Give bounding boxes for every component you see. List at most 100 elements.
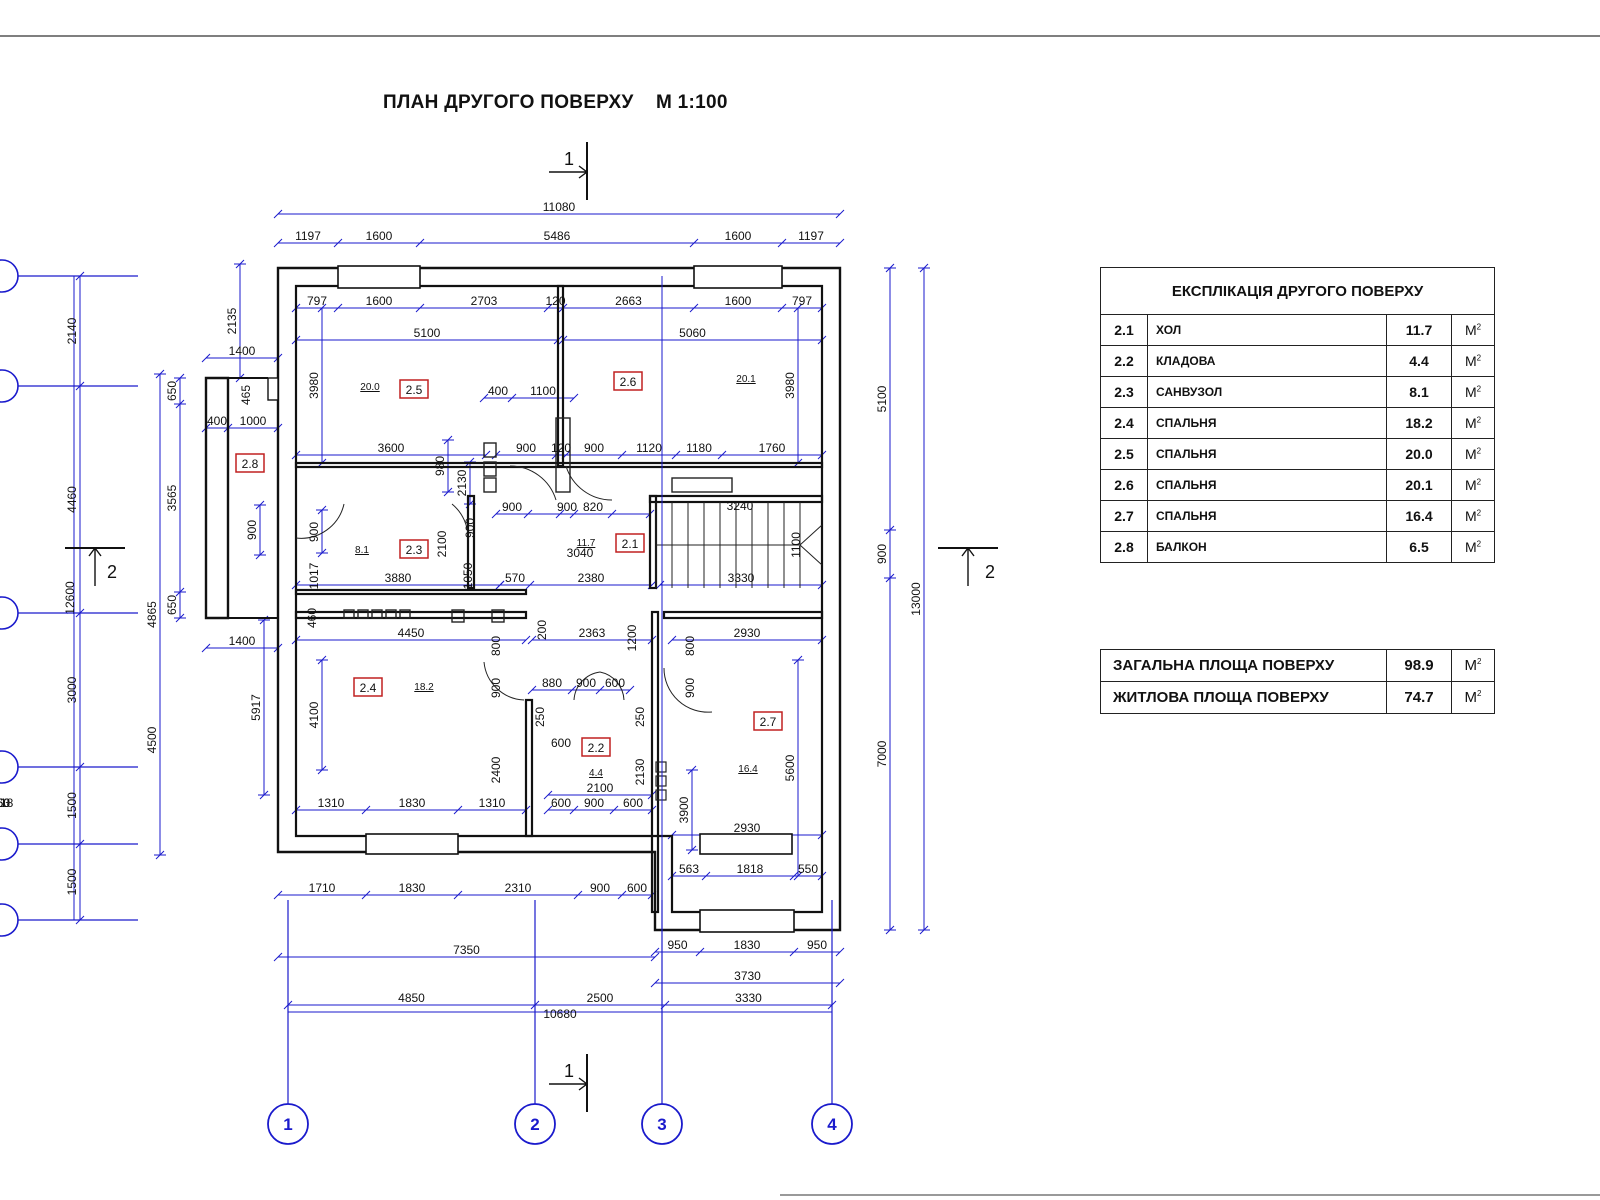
dimension-text: 2663 [615,294,642,308]
dimension-text: 2930 [734,626,761,640]
explication-name: ХОЛ [1147,314,1387,346]
partition-wc-right [466,494,476,590]
dim-tick [650,947,660,957]
room-tag-box [399,379,429,399]
dim-tick [201,353,211,363]
dim-tick [625,685,635,695]
room-tag-box [613,371,643,391]
dimension-text: 3330 [735,991,762,1005]
dimension-text: 1818 [0,796,14,810]
explication-area: 8.1 [1386,376,1452,408]
explication-unit: М2 [1451,438,1495,470]
door-swing [451,503,469,541]
explication-unit: М2 [1451,314,1495,346]
dim-tick [569,393,579,403]
unit-superscript: 2 [1476,322,1482,332]
unit-superscript: 2 [1476,477,1482,487]
dimension-text: 5100 [875,385,889,412]
window-top [337,265,421,289]
dimension-text: 1400 [229,344,256,358]
axis-bubble-letter [0,903,19,937]
outer-wall [276,266,842,932]
dimension-text: 4460 [65,486,79,513]
dimension-text: 1760 [759,441,786,455]
dimension-text: 2400 [489,756,503,783]
dimension-text: 12600 [63,581,77,615]
dim-tick [527,635,537,645]
balcony-edge [228,377,278,619]
dimension-text: 10680 [543,1007,577,1021]
dimension-text: 1818 [737,862,764,876]
door-swing [599,671,625,701]
dim-tick [273,209,283,219]
explication-area: 20.1 [1386,469,1452,501]
axis-bubble-letter [0,596,19,630]
room-area-label: 4.4 [589,768,603,779]
totals-label: ЖИТЛОВА ПЛОЩА ПОВЕРХУ [1100,681,1387,714]
room-tag-box [581,737,611,757]
partition-bedroom-top [294,610,528,620]
explication-num: 2.2 [1100,345,1148,377]
dimension-text: 3330 [728,571,755,585]
unit-superscript: 2 [1476,384,1482,394]
dimension-text: 900 [875,544,889,564]
partition-storage-left [524,698,534,838]
dim-tick [617,450,627,460]
axis-number-label: 3 [657,1115,666,1134]
dim-tick [835,947,845,957]
room-area-label: 20.1 [736,374,756,385]
dimension-text: 1000 [240,414,267,428]
dimension-text: 400 [207,414,227,428]
dimension-text: 1100 [530,384,556,398]
dimension-text: 600 [605,676,625,690]
dimension-text: 7350 [453,943,480,957]
room-tag-number: 2.8 [242,457,259,471]
dimension-text: 2380 [578,571,605,585]
dimension-text: 200 [535,620,549,640]
dimension-text: 4500 [145,726,159,753]
axis-bubble-number [811,1103,853,1145]
axis-number-label: 1 [283,1115,292,1134]
explication-num: 2.3 [1100,376,1148,408]
dim-tick [835,978,845,988]
dim-tick [650,952,660,962]
totals-unit: М2 [1451,681,1495,714]
dim-tick [273,952,283,962]
dim-tick [543,790,553,800]
dim-tick [543,805,553,815]
room-area-label: 18.2 [414,682,434,693]
explication-name: САНВУЗОЛ [1147,376,1387,408]
dimension-text: 900 [683,678,697,698]
totals-unit: М2 [1451,649,1495,682]
dimension-text: 1500 [65,868,79,895]
dimension-text: 13000 [909,582,923,616]
dimension-text: 563 [679,862,699,876]
dimension-text: 11080 [543,200,576,214]
dimension-text: 797 [792,294,812,308]
door-swing [663,667,713,713]
dimension-text: 4850 [398,991,425,1005]
dimension-text: 600 [623,796,643,810]
dimension-text: 1200 [625,624,639,651]
dimension-text: 1310 [479,796,506,810]
unit-superscript: 2 [1476,539,1482,549]
dimension-text: 3565 [165,484,179,511]
plan-details [295,417,823,801]
dimension-text: 1197 [798,229,824,243]
door-swing [509,465,557,501]
dim-tick [415,238,425,248]
dim-tick [525,580,535,590]
dim-tick [569,509,579,519]
explication-unit: М2 [1451,469,1495,501]
dim-tick [777,238,787,248]
dim-tick [789,947,799,957]
unit-superscript: 2 [1477,689,1482,698]
vent-block [399,609,411,619]
dimension-text: 1120 [636,441,662,455]
axis-bubble-number [514,1103,556,1145]
dimension-text: 5100 [414,326,441,340]
dimension-text: 800 [683,636,697,656]
